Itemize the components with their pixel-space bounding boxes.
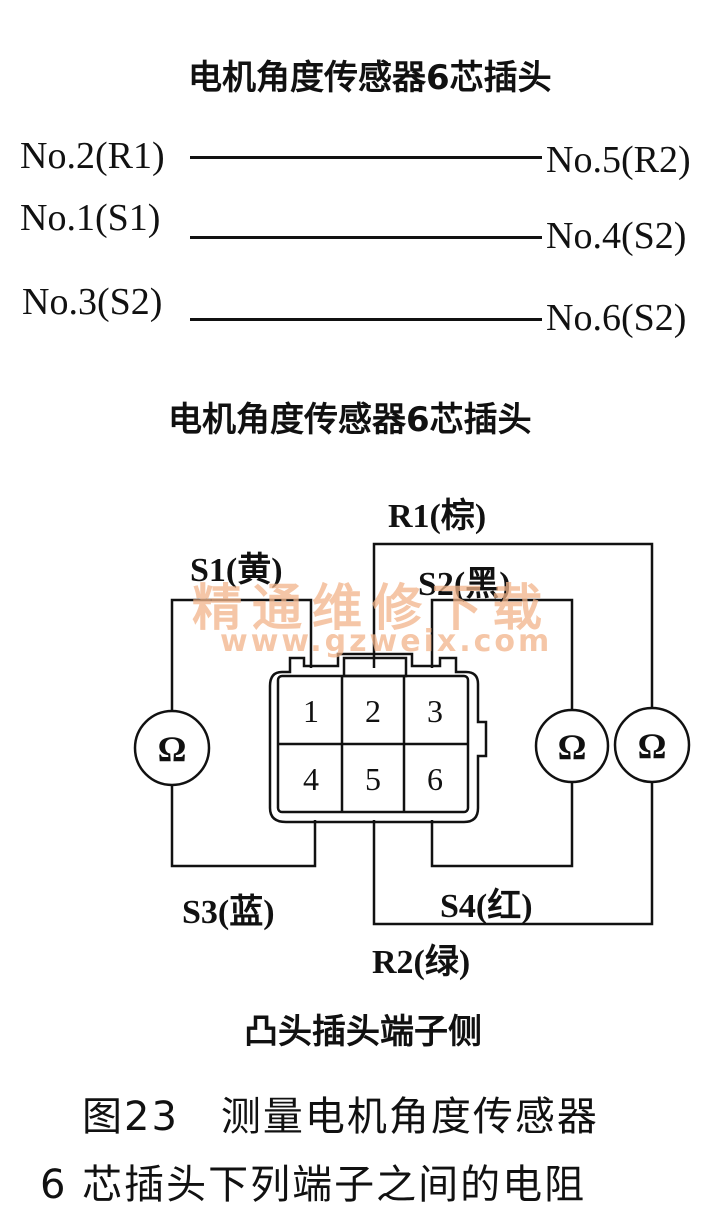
pair-1-left: No.2(R1) xyxy=(20,135,165,177)
ohm-symbol-right: Ω xyxy=(638,726,667,766)
ohmmeter-right xyxy=(613,706,691,784)
pair-3-line xyxy=(190,318,542,321)
pair-3-left: No.3(S2) xyxy=(22,281,163,323)
ohmmeter-left xyxy=(133,709,211,787)
wire-r2 xyxy=(372,782,654,926)
wire-r1 xyxy=(372,542,654,708)
wire-label-s4: S4(红) xyxy=(440,888,533,925)
wire-label-r1: R1(棕) xyxy=(388,498,487,535)
wire-s4 xyxy=(430,782,574,868)
connector-latch xyxy=(342,656,408,678)
top-title: 电机角度传感器6芯插头 xyxy=(188,58,552,98)
pair-1-line xyxy=(190,156,542,159)
ohm-symbol-middle: Ω xyxy=(558,727,587,767)
pin-6: 6 xyxy=(427,761,443,797)
pin-5: 5 xyxy=(365,761,381,797)
wire-s3 xyxy=(170,784,317,868)
connector-side-label: 凸头插头端子侧 xyxy=(244,1012,482,1052)
wire-label-s2: S2(黑) xyxy=(418,566,511,603)
pair-3-right: No.6(S2) xyxy=(546,297,687,339)
wire-label-r2: R2(绿) xyxy=(372,944,471,981)
pair-2-left: No.1(S1) xyxy=(20,197,161,239)
pin-1: 1 xyxy=(303,693,319,729)
pair-2-line xyxy=(190,236,542,239)
pin-3: 3 xyxy=(427,693,443,729)
wire-s1 xyxy=(170,598,313,712)
figure-caption-line-1: 图23 测量电机角度传感器 xyxy=(82,1094,599,1140)
ohm-symbol-left: Ω xyxy=(158,729,187,769)
wire-s2 xyxy=(430,598,574,710)
wire-label-s1: S1(黄) xyxy=(190,552,283,589)
pin-2: 2 xyxy=(365,693,381,729)
pair-1-right: No.5(R2) xyxy=(546,139,691,181)
watermark-text: 精通维修下载 xyxy=(192,579,552,637)
wire-label-s3: S3(蓝) xyxy=(182,894,275,931)
pair-2-right: No.4(S2) xyxy=(546,215,687,257)
connector-body xyxy=(268,652,488,824)
watermark-url: www.gzweix.com xyxy=(220,624,553,659)
diagram-title: 电机角度传感器6芯插头 xyxy=(168,400,532,440)
ohmmeter-middle xyxy=(534,708,610,784)
figure-caption-line-2: 6 芯插头下列端子之间的电阻 xyxy=(40,1162,587,1208)
pin-4: 4 xyxy=(303,761,319,797)
